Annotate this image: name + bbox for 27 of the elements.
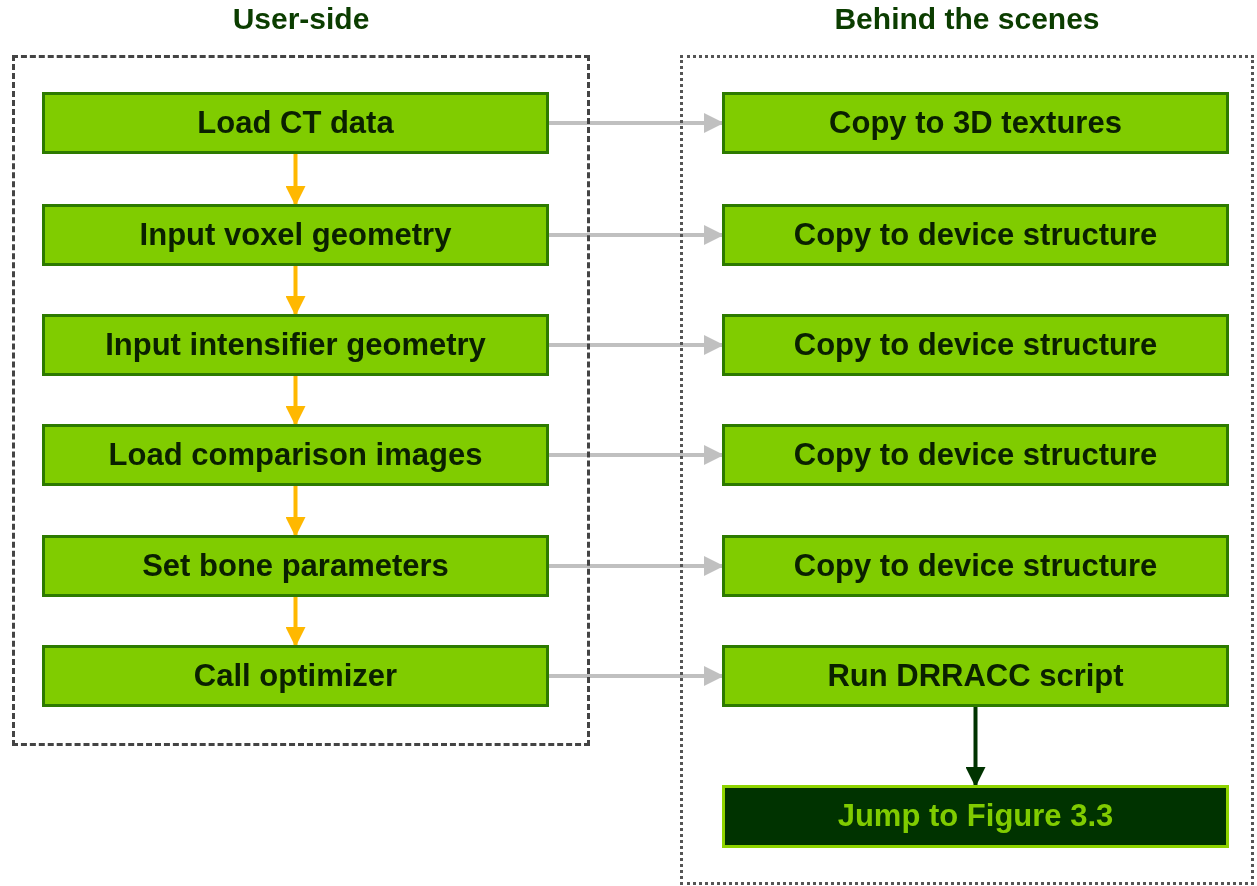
arrow <box>285 486 306 537</box>
process-box: Input voxel geometry <box>42 204 549 266</box>
arrow <box>285 154 306 206</box>
link-box: Jump to Figure 3.3 <box>722 785 1229 848</box>
process-box: Copy to device structure <box>722 424 1229 486</box>
arrow <box>549 666 724 686</box>
arrow <box>285 266 306 316</box>
arrow <box>549 556 724 576</box>
process-box: Input intensifier geometry <box>42 314 549 376</box>
process-box: Copy to device structure <box>722 314 1229 376</box>
process-box: Copy to 3D textures <box>722 92 1229 154</box>
arrow <box>549 225 724 245</box>
process-box: Load CT data <box>42 92 549 154</box>
process-box: Run DRRACC script <box>722 645 1229 707</box>
process-box: Set bone parameters <box>42 535 549 597</box>
arrow <box>285 597 306 647</box>
process-box: Call optimizer <box>42 645 549 707</box>
process-box: Copy to device structure <box>722 535 1229 597</box>
process-box: Load comparison images <box>42 424 549 486</box>
arrow <box>965 707 986 787</box>
group-heading: Behind the scenes <box>833 1 1101 37</box>
arrow <box>549 445 724 465</box>
arrow <box>549 335 724 355</box>
arrow <box>285 376 306 426</box>
process-box: Copy to device structure <box>722 204 1229 266</box>
arrow <box>549 113 724 133</box>
group-heading: User-side <box>231 1 371 37</box>
